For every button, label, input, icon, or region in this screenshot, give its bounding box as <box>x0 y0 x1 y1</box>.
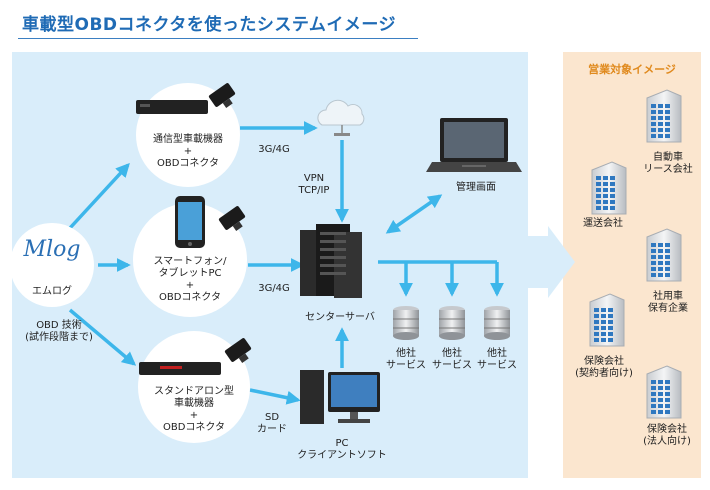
mlog-logo: Mlog <box>23 237 81 262</box>
building-icon <box>646 228 682 282</box>
telematics-label: 通信型車載機器+OBDコネクタ <box>153 134 223 169</box>
obd-connector-icon <box>224 338 252 363</box>
sales-target-label: 社用車保有企業 <box>648 291 688 314</box>
arrow-server-admin <box>385 194 443 234</box>
standalone-label: スタンドアロン型車載機器+OBDコネクタ <box>154 386 234 433</box>
cloud-icon <box>317 99 365 136</box>
pc-icon <box>300 370 380 424</box>
other-service-db-icon <box>393 306 419 340</box>
other-service-label: 他社サービス <box>432 348 472 371</box>
obd-connector-icon <box>208 83 236 108</box>
other-service-label: 他社サービス <box>477 348 517 371</box>
connection-arrows <box>68 121 504 405</box>
link-3g4g-top: 3G/4G <box>258 144 290 155</box>
sales-target-label: 保険会社(法人向け) <box>643 424 691 447</box>
arrow-mlog-standalone <box>68 308 137 366</box>
title-underline <box>18 38 418 39</box>
obd-tech-label: OBD 技術(試作段階まで) <box>25 320 93 343</box>
building-icon <box>646 89 682 143</box>
server-label: センターサーバ <box>305 312 375 323</box>
sales-target-title: 営業対象イメージ <box>588 63 676 76</box>
sales-target-label: 運送会社 <box>583 218 623 229</box>
standalone-unit-icon <box>139 362 221 375</box>
other-service-db-icon <box>439 306 465 340</box>
telematics-unit-icon <box>136 100 208 114</box>
mlog-circle <box>10 223 94 307</box>
sales-target-label: 保険会社(契約者向け) <box>575 356 633 379</box>
page-title: 車載型OBDコネクタを使ったシステムイメージ <box>22 15 396 35</box>
big-flow-arrow <box>528 226 575 298</box>
building-icon <box>591 161 627 215</box>
building-icons <box>589 89 682 419</box>
other-service-db-icon <box>484 306 510 340</box>
smartphone-icon <box>175 196 205 248</box>
smartphone-circle <box>133 203 247 317</box>
arrow-standalone-pc <box>249 388 301 405</box>
other-service-label: 他社サービス <box>386 348 426 371</box>
sales-target-label: 自動車リース会社 <box>643 152 693 175</box>
server-icon <box>300 224 362 298</box>
mlog-name: エムログ <box>32 286 72 297</box>
obd-connector-icon <box>218 206 246 231</box>
building-icon <box>589 293 625 347</box>
smartphone-label: スマートフォン/タブレットPC+OBDコネクタ <box>153 256 227 303</box>
arrow-mlog-telematics <box>68 162 130 230</box>
laptop-icon <box>426 118 522 172</box>
standalone-circle <box>138 331 250 443</box>
admin-screen-label: 管理画面 <box>456 182 496 193</box>
building-icon <box>646 365 682 419</box>
link-3g4g-mid: 3G/4G <box>258 283 290 294</box>
